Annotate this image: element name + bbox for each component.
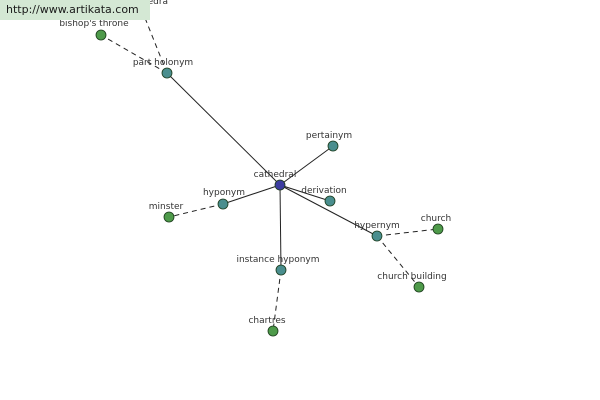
word-label-church: church: [420, 214, 452, 224]
word-label-church-building: church building: [377, 272, 447, 282]
word-node-bishops-throne[interactable]: [95, 29, 107, 41]
relation-label-hypernym: hypernym: [354, 221, 400, 231]
edge-bishops-throne: [100, 34, 168, 74]
word-label-minster: minster: [148, 202, 184, 212]
edge-hyponym: [222, 184, 281, 205]
edge-church-building: [376, 235, 420, 288]
relation-label-part-holonym: part holonym: [132, 58, 194, 68]
relation-label-hyponym: hyponym: [202, 188, 246, 198]
edge-minster: [168, 203, 224, 218]
relation-node-part-holonym[interactable]: [161, 67, 173, 79]
edge-pertainym: [279, 145, 334, 186]
center-label: cathedral: [253, 170, 297, 180]
source-link[interactable]: http://www.artikata.com: [0, 0, 150, 20]
edge-instance-hyponym: [279, 184, 282, 271]
word-node-church[interactable]: [432, 223, 444, 235]
edge-part-holonym: [166, 72, 281, 186]
relation-node-instance-hyponym[interactable]: [275, 264, 287, 276]
edge-church: [376, 228, 439, 237]
relation-label-pertainym: pertainym: [305, 131, 353, 141]
edge-hypernym: [279, 184, 378, 237]
word-node-minster[interactable]: [163, 211, 175, 223]
relation-label-instance-hyponym: instance hyponym: [236, 255, 320, 265]
relation-label-derivation: derivation: [301, 186, 347, 196]
word-node-chartres[interactable]: [267, 325, 279, 337]
relation-node-hyponym[interactable]: [217, 198, 229, 210]
relation-node-pertainym[interactable]: [327, 140, 339, 152]
edge-cathedra: [142, 12, 168, 74]
relation-node-derivation[interactable]: [324, 195, 336, 207]
center-node[interactable]: [274, 179, 286, 191]
word-node-church-building[interactable]: [413, 281, 425, 293]
word-label-bishops-throne: bishop's throne: [59, 19, 129, 29]
relation-node-hypernym[interactable]: [371, 230, 383, 242]
edge-chartres: [272, 269, 282, 332]
edge-derivation: [279, 184, 331, 202]
word-label-chartres: chartres: [248, 316, 286, 326]
